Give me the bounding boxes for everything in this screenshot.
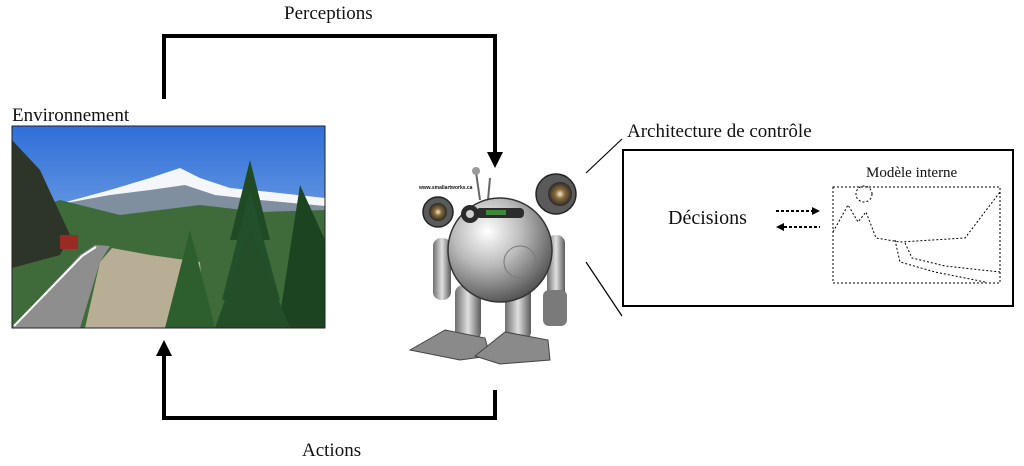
robot-illustration xyxy=(410,167,576,364)
control-architecture-label: Architecture de contrôle xyxy=(627,122,812,141)
decisions-label: Décisions xyxy=(668,208,747,228)
perceptions-arrowhead xyxy=(487,152,503,168)
callout-line-bottom xyxy=(586,262,622,316)
internal-model-label: Modèle interne xyxy=(866,166,957,181)
perceptions-label: Perceptions xyxy=(284,4,373,23)
robot-watermark: www.smallartworks.ca xyxy=(419,185,472,191)
actions-arrowhead xyxy=(156,340,172,356)
car xyxy=(60,235,78,249)
actions-label: Actions xyxy=(302,441,361,460)
environment-label: Environnement xyxy=(12,106,129,125)
environment-photo xyxy=(12,126,325,328)
callout-line-top xyxy=(586,139,622,173)
